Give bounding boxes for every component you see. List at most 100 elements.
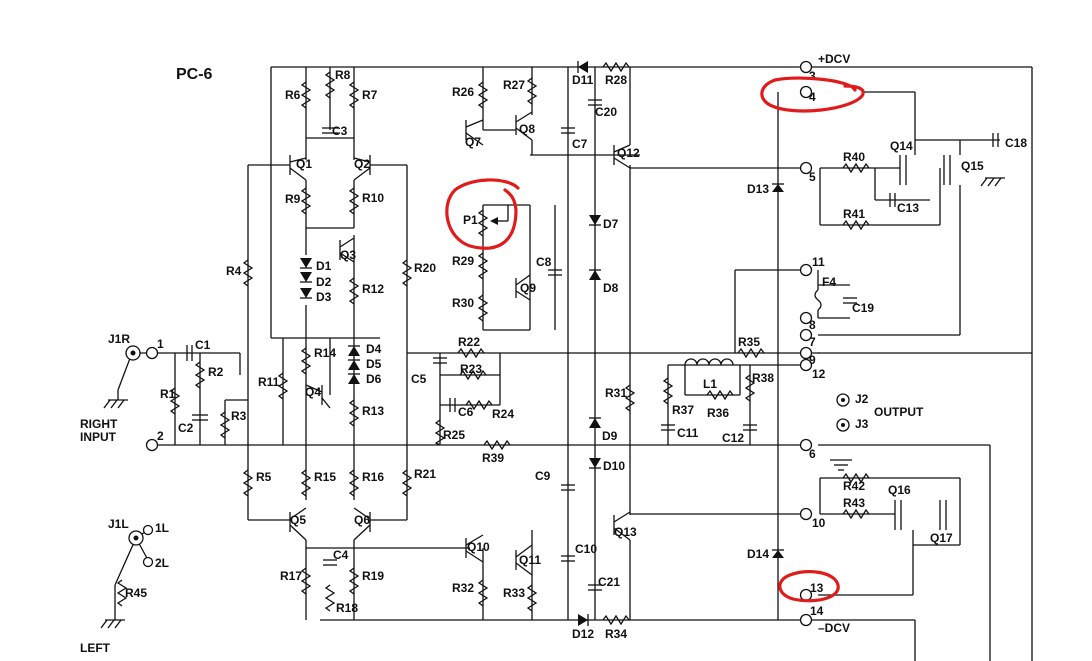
label-r34: R34 xyxy=(605,627,627,641)
terminal-9: 9 xyxy=(809,353,816,367)
label-r6: R6 xyxy=(285,88,301,102)
label-r25: R25 xyxy=(443,428,465,442)
label-r41: R41 xyxy=(843,207,865,221)
label-q10: Q10 xyxy=(467,540,490,554)
label-d4: D4 xyxy=(366,342,382,356)
label-f4: F4 xyxy=(822,275,836,289)
transistor-shapes xyxy=(289,111,951,576)
label-r35: R35 xyxy=(738,335,760,349)
label-c3: C3 xyxy=(332,124,348,138)
label-d14: D14 xyxy=(747,547,769,561)
label-d13: D13 xyxy=(747,182,769,196)
right-input-line2: INPUT xyxy=(80,430,117,444)
terminal-circles xyxy=(125,60,850,627)
diode-shapes xyxy=(300,61,784,626)
label-p1: P1 xyxy=(463,213,478,227)
terminal-7: 7 xyxy=(809,335,816,349)
label-q8: Q8 xyxy=(519,122,535,136)
label-r22: R22 xyxy=(458,335,480,349)
label-r32: R32 xyxy=(452,581,474,595)
label-r37: R37 xyxy=(672,403,694,417)
label-d9: D9 xyxy=(602,429,618,443)
label-r2: R2 xyxy=(208,365,224,379)
label-d1: D1 xyxy=(316,259,332,273)
label-d11: D11 xyxy=(572,73,594,87)
label-c20: C20 xyxy=(595,105,617,119)
label-r1: R1 xyxy=(160,387,176,401)
label-r40: R40 xyxy=(843,150,865,164)
label-d2: D2 xyxy=(316,275,332,289)
output-label: OUTPUT xyxy=(874,405,924,419)
label-r19: R19 xyxy=(362,569,384,583)
terminal-3: 3 xyxy=(809,69,816,83)
label-q15: Q15 xyxy=(961,159,984,173)
label-q6: Q6 xyxy=(354,513,370,527)
right-input-line1: RIGHT xyxy=(80,417,118,431)
label-r21: R21 xyxy=(414,467,436,481)
label-r33: R33 xyxy=(503,586,525,600)
label-q5: Q5 xyxy=(290,513,306,527)
label-r7: R7 xyxy=(362,88,378,102)
label-r31: R31 xyxy=(605,386,627,400)
jack-j1r-label: J1R xyxy=(108,332,130,346)
label-d7: D7 xyxy=(603,217,619,231)
terminal-2l: 2L xyxy=(155,556,169,570)
label-q4: Q4 xyxy=(305,385,321,399)
label-r45: R45 xyxy=(125,586,147,600)
label-r38: R38 xyxy=(752,371,774,385)
label-q7: Q7 xyxy=(465,135,481,149)
terminal-1: 1 xyxy=(157,337,164,351)
left-input-label: LEFT xyxy=(80,641,111,655)
terminal-14: 14 xyxy=(810,604,824,618)
label-c11: C11 xyxy=(677,426,699,440)
label-r26: R26 xyxy=(452,85,474,99)
rail-negative-label: –DCV xyxy=(818,621,850,635)
label-d10: D10 xyxy=(603,459,625,473)
label-q14: Q14 xyxy=(890,139,913,153)
label-r20: R20 xyxy=(414,261,436,275)
terminal-4: 4 xyxy=(809,90,816,104)
label-q11: Q11 xyxy=(519,553,541,567)
label-r24: R24 xyxy=(492,407,514,421)
terminal-11: 11 xyxy=(812,255,825,269)
jack-j3-label: J3 xyxy=(855,417,869,431)
label-r30: R30 xyxy=(452,296,474,310)
label-r43: R43 xyxy=(843,496,865,510)
resistor-shapes xyxy=(116,61,870,626)
label-d6: D6 xyxy=(366,372,382,386)
label-r18: R18 xyxy=(336,601,358,615)
board-title: PC-6 xyxy=(176,66,213,83)
label-r10: R10 xyxy=(362,191,384,205)
label-d12: D12 xyxy=(572,627,594,641)
terminal-12: 12 xyxy=(812,367,826,381)
label-r3: R3 xyxy=(231,409,247,423)
label-r16: R16 xyxy=(362,470,384,484)
highlight-pot-p1 xyxy=(445,178,520,250)
jack-j1l-label: J1L xyxy=(108,517,129,531)
terminal-1l: 1L xyxy=(155,521,169,535)
label-c6: C6 xyxy=(458,405,474,419)
label-r36: R36 xyxy=(707,406,729,420)
label-c10: C10 xyxy=(575,542,597,556)
label-r15: R15 xyxy=(314,470,336,484)
label-r23: R23 xyxy=(460,362,482,376)
rail-positive-label: +DCV xyxy=(818,52,850,66)
label-r4: R4 xyxy=(226,264,242,278)
label-c12: C12 xyxy=(722,431,744,445)
ground-symbols xyxy=(100,177,1005,629)
label-c5: C5 xyxy=(411,372,427,386)
label-r5: R5 xyxy=(256,470,272,484)
label-q1: Q1 xyxy=(296,157,312,171)
jack-j2-label: J2 xyxy=(855,392,869,406)
terminal-13: 13 xyxy=(810,581,824,595)
inductor-l1 xyxy=(684,358,734,366)
label-r12: R12 xyxy=(362,282,384,296)
label-q3: Q3 xyxy=(340,248,356,262)
pot-p1 xyxy=(490,205,509,225)
label-d3: D3 xyxy=(316,290,332,304)
label-q12: Q12 xyxy=(617,146,640,160)
terminal-2: 2 xyxy=(157,429,164,443)
terminal-8: 8 xyxy=(809,318,816,332)
label-r27: R27 xyxy=(503,78,525,92)
